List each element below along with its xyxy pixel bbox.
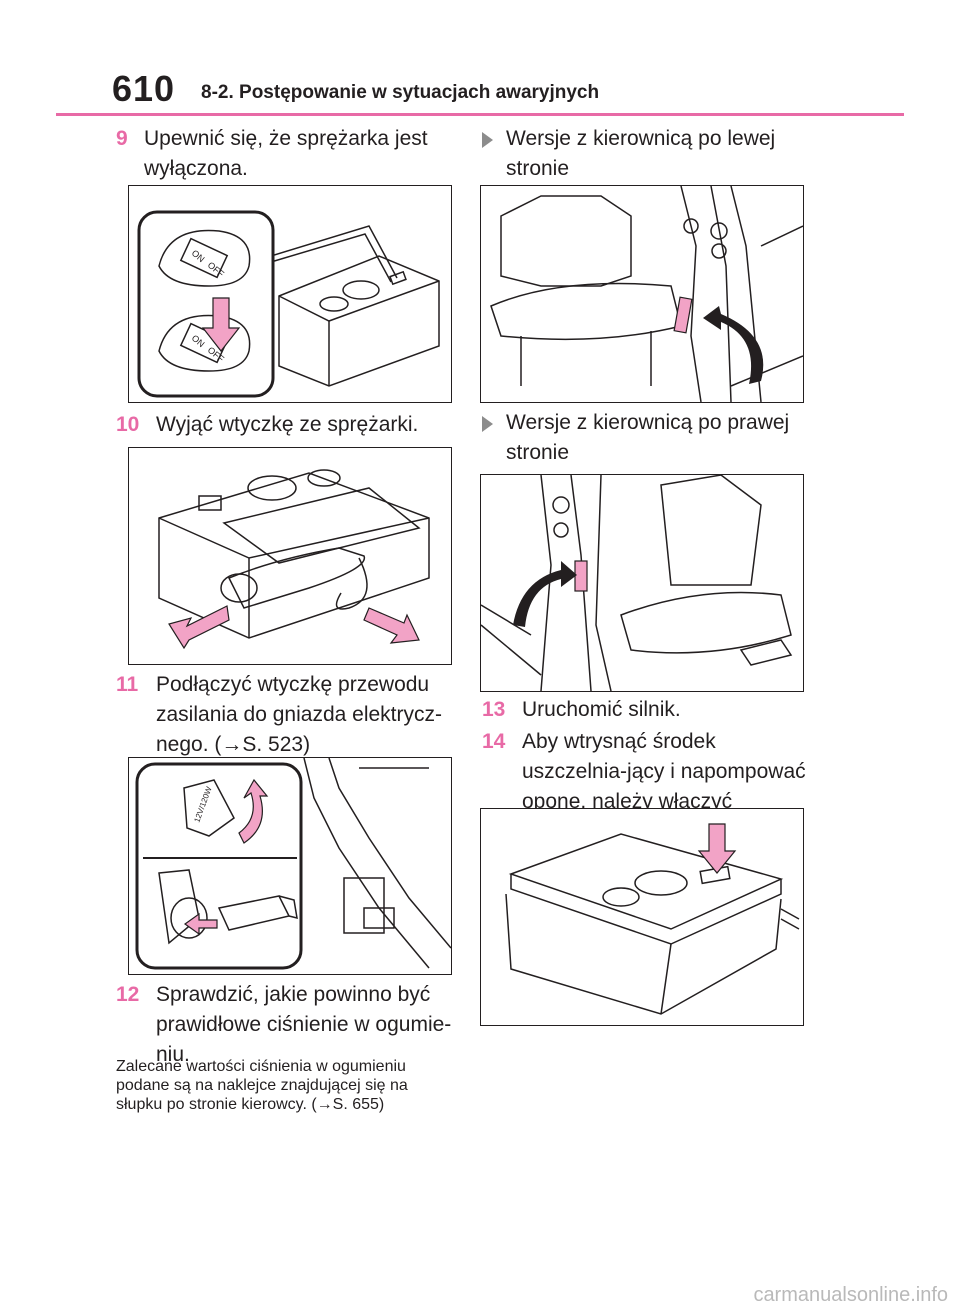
step-number: 13 [482,698,506,721]
step-10: 10 Wyjąć wtyczkę ze sprężarki. [116,410,456,440]
step-12: 12 Sprawdzić, jakie powinno być prawidło… [116,980,456,1070]
arrow-left-down-icon [168,605,230,650]
step-text: Aby wtrysnąć środek uszczelnia-jący i na… [522,730,806,843]
step-text: Podłączyć wtyczkę przewodu zasilania do … [156,673,442,756]
arrow-curved-icon [238,778,269,844]
figure-lhd-pillar [480,185,804,403]
watermark: carmanualsonline.info [753,1284,948,1306]
page-number: 610 [112,68,176,109]
bullet-text: Wersje z kierownicą po prawej stronie [506,411,790,464]
arrow-curved-icon [703,306,764,384]
step-text: Uruchomić silnik. [522,698,681,721]
step-text: Sprawdzić, jakie powinno być prawidłowe … [156,983,452,1066]
step-number: 9 [116,127,128,150]
figure-compressor-on [480,808,804,1026]
figure-rhd-pillar [480,474,804,692]
figure-power-socket: 12V/120W [128,757,452,975]
tire-pressure-label-icon [673,296,693,334]
figure-compressor-switch: ON OFF ON OFF [128,185,452,403]
step-text: Upewnić się, że sprężarka jest wyłączona… [144,127,428,180]
arrow-down-icon [697,823,737,874]
tire-pressure-label-icon [574,560,588,592]
step-number: 10 [116,413,140,436]
arrow-left-icon [183,912,218,936]
step-number: 11 [116,673,139,696]
step-13: 13 Uruchomić silnik. [482,695,822,725]
figure-unplug-compressor [128,447,452,665]
step-11: 11 Podłączyć wtyczkę przewodu zasilania … [116,670,456,760]
section-title: 8-2. Postępowanie w sytuacjach awaryjnyc… [201,82,600,103]
bullet-triangle-icon [482,132,493,148]
header-rule [56,113,904,116]
pressure-note: Zalecane wartości ciśnienia w ogumieniu … [116,1058,408,1113]
bullet-left-hand-drive: Wersje z kierownicą po lewej stronie [482,124,812,184]
bullet-text: Wersje z kierownicą po lewej stronie [506,127,776,180]
step-9: 9 Upewnić się, że sprężarka jest wyłączo… [116,124,456,184]
bullet-right-hand-drive: Wersje z kierownicą po prawej stronie [482,408,812,468]
step-number: 12 [116,983,140,1006]
bullet-triangle-icon [482,416,493,432]
step-number: 14 [482,730,506,753]
arrow-curved-icon [513,561,577,627]
arrow-down-icon [201,297,241,352]
step-14: 14 Aby wtrysnąć środek uszczelnia-jący i… [482,727,812,847]
step-text: Wyjąć wtyczkę ze sprężarki. [156,413,419,436]
arrow-right-down-icon [363,607,420,644]
